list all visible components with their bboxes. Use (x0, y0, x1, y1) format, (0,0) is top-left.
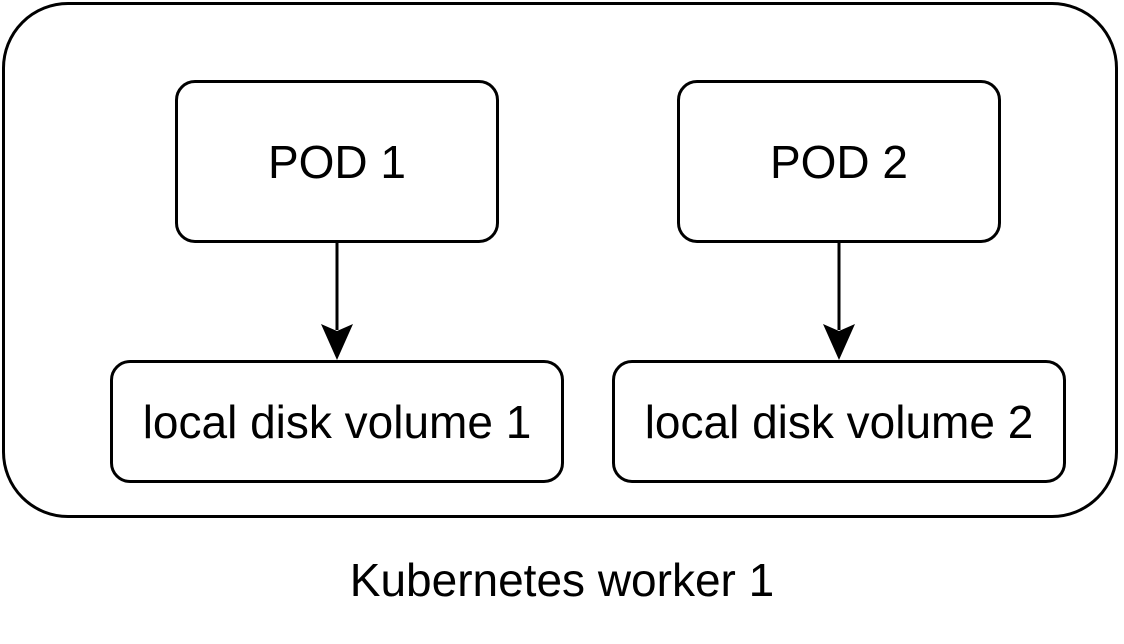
pod-2-label: POD 2 (769, 135, 909, 188)
pod-1-box[interactable]: POD 1 (175, 80, 499, 243)
kubernetes-worker-container (2, 2, 1118, 518)
local-disk-volume-2-label: local disk volume 2 (644, 395, 1034, 448)
worker-caption: Kubernetes worker 1 (349, 554, 775, 606)
pod-2-box[interactable]: POD 2 (677, 80, 1001, 243)
local-disk-volume-1-label: local disk volume 1 (142, 395, 532, 448)
pod-1-label: POD 1 (267, 135, 407, 188)
local-disk-volume-1-box[interactable]: local disk volume 1 (110, 360, 564, 483)
local-disk-volume-2-box[interactable]: local disk volume 2 (612, 360, 1066, 483)
